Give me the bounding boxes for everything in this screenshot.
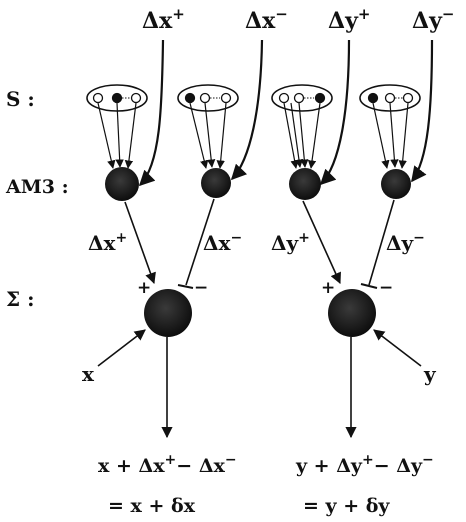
- input-label-x: x: [82, 362, 95, 386]
- s-group-dy-plus: [271, 84, 333, 169]
- input-arrow-x: [97, 329, 146, 367]
- input-line-dy-minus: [411, 39, 434, 183]
- am3-node-dx-plus: [105, 167, 139, 201]
- s-unit-active: [314, 92, 326, 104]
- row-label-s: S :: [6, 87, 35, 111]
- top-input-dx-plus: Δx+: [142, 5, 185, 34]
- minus-sign-x: −: [194, 278, 208, 298]
- s-unit: [402, 92, 414, 104]
- s-group-dx-minus: [177, 84, 239, 169]
- s-group-dx-plus: [86, 84, 148, 169]
- edge-dy-minus: [368, 199, 395, 286]
- s-unit: [130, 92, 142, 104]
- s-unit: [278, 92, 290, 104]
- s-connection: [204, 102, 216, 168]
- edge-label-dx-minus: Δx−: [203, 230, 242, 255]
- input-line-dx-plus: [138, 39, 165, 187]
- s-connection: [398, 102, 409, 169]
- top-input-dy-minus: Δy−: [412, 5, 454, 34]
- edge-label-dy-minus: Δy−: [386, 230, 425, 255]
- am3-node-dx-minus: [201, 168, 231, 198]
- row-label-sigma: Σ :: [6, 287, 35, 311]
- s-unit: [293, 92, 305, 104]
- sigma-node-x: [144, 289, 192, 337]
- inhibitory-bar-x: [177, 284, 194, 289]
- input-label-y: y: [423, 362, 437, 386]
- s-connection: [216, 102, 227, 169]
- input-arrow-y: [373, 329, 422, 367]
- s-unit-active: [184, 92, 196, 104]
- s-group-outline: [359, 84, 421, 112]
- edge-dy-plus: [302, 200, 341, 285]
- s-unit: [220, 92, 232, 104]
- input-line-dx-minus: [230, 39, 264, 181]
- s-group-outline: [271, 84, 333, 112]
- equation-left-line2: = x + δx: [108, 495, 196, 517]
- minus-sign-y: −: [379, 278, 393, 298]
- s-unit: [199, 92, 211, 104]
- plus-sign-y: +: [321, 278, 335, 298]
- s-group-dy-minus: [359, 84, 421, 169]
- equation-right-line1: y + Δy+− Δy−: [295, 452, 434, 477]
- input-line-dy-plus: [319, 39, 351, 186]
- s-connection: [124, 102, 137, 169]
- s-connection: [290, 102, 304, 168]
- s-connection: [97, 102, 116, 169]
- s-connection: [372, 102, 390, 169]
- sigma-node-y: [328, 289, 376, 337]
- am3-node-dy-minus: [381, 169, 411, 199]
- edge-dx-plus: [124, 201, 156, 285]
- plus-sign-x: +: [137, 278, 151, 298]
- s-connection: [189, 102, 209, 169]
- s-unit: [92, 92, 104, 104]
- equation-left-line1: x + Δx+− Δx−: [98, 452, 237, 477]
- inhibitory-bar-y: [360, 283, 378, 289]
- s-connection: [115, 102, 124, 168]
- s-connection: [283, 102, 299, 169]
- s-connection: [389, 102, 399, 168]
- s-connection: [298, 102, 309, 168]
- top-input-dy-plus: Δy+: [328, 5, 370, 34]
- s-unit: [384, 92, 396, 104]
- edge-label-dy-plus: Δy+: [271, 230, 310, 255]
- edge-dx-minus: [185, 198, 215, 286]
- edge-label-dx-plus: Δx+: [88, 230, 127, 255]
- s-group-outline: [177, 84, 239, 112]
- s-unit-active: [367, 92, 379, 104]
- top-input-dx-minus: Δx−: [245, 5, 288, 34]
- s-connection: [307, 102, 321, 169]
- row-label-am3: AM3 :: [5, 176, 69, 198]
- am3-node-dy-plus: [289, 168, 321, 200]
- s-unit-active: [111, 92, 123, 104]
- equation-right-line2: = y + δy: [303, 495, 390, 517]
